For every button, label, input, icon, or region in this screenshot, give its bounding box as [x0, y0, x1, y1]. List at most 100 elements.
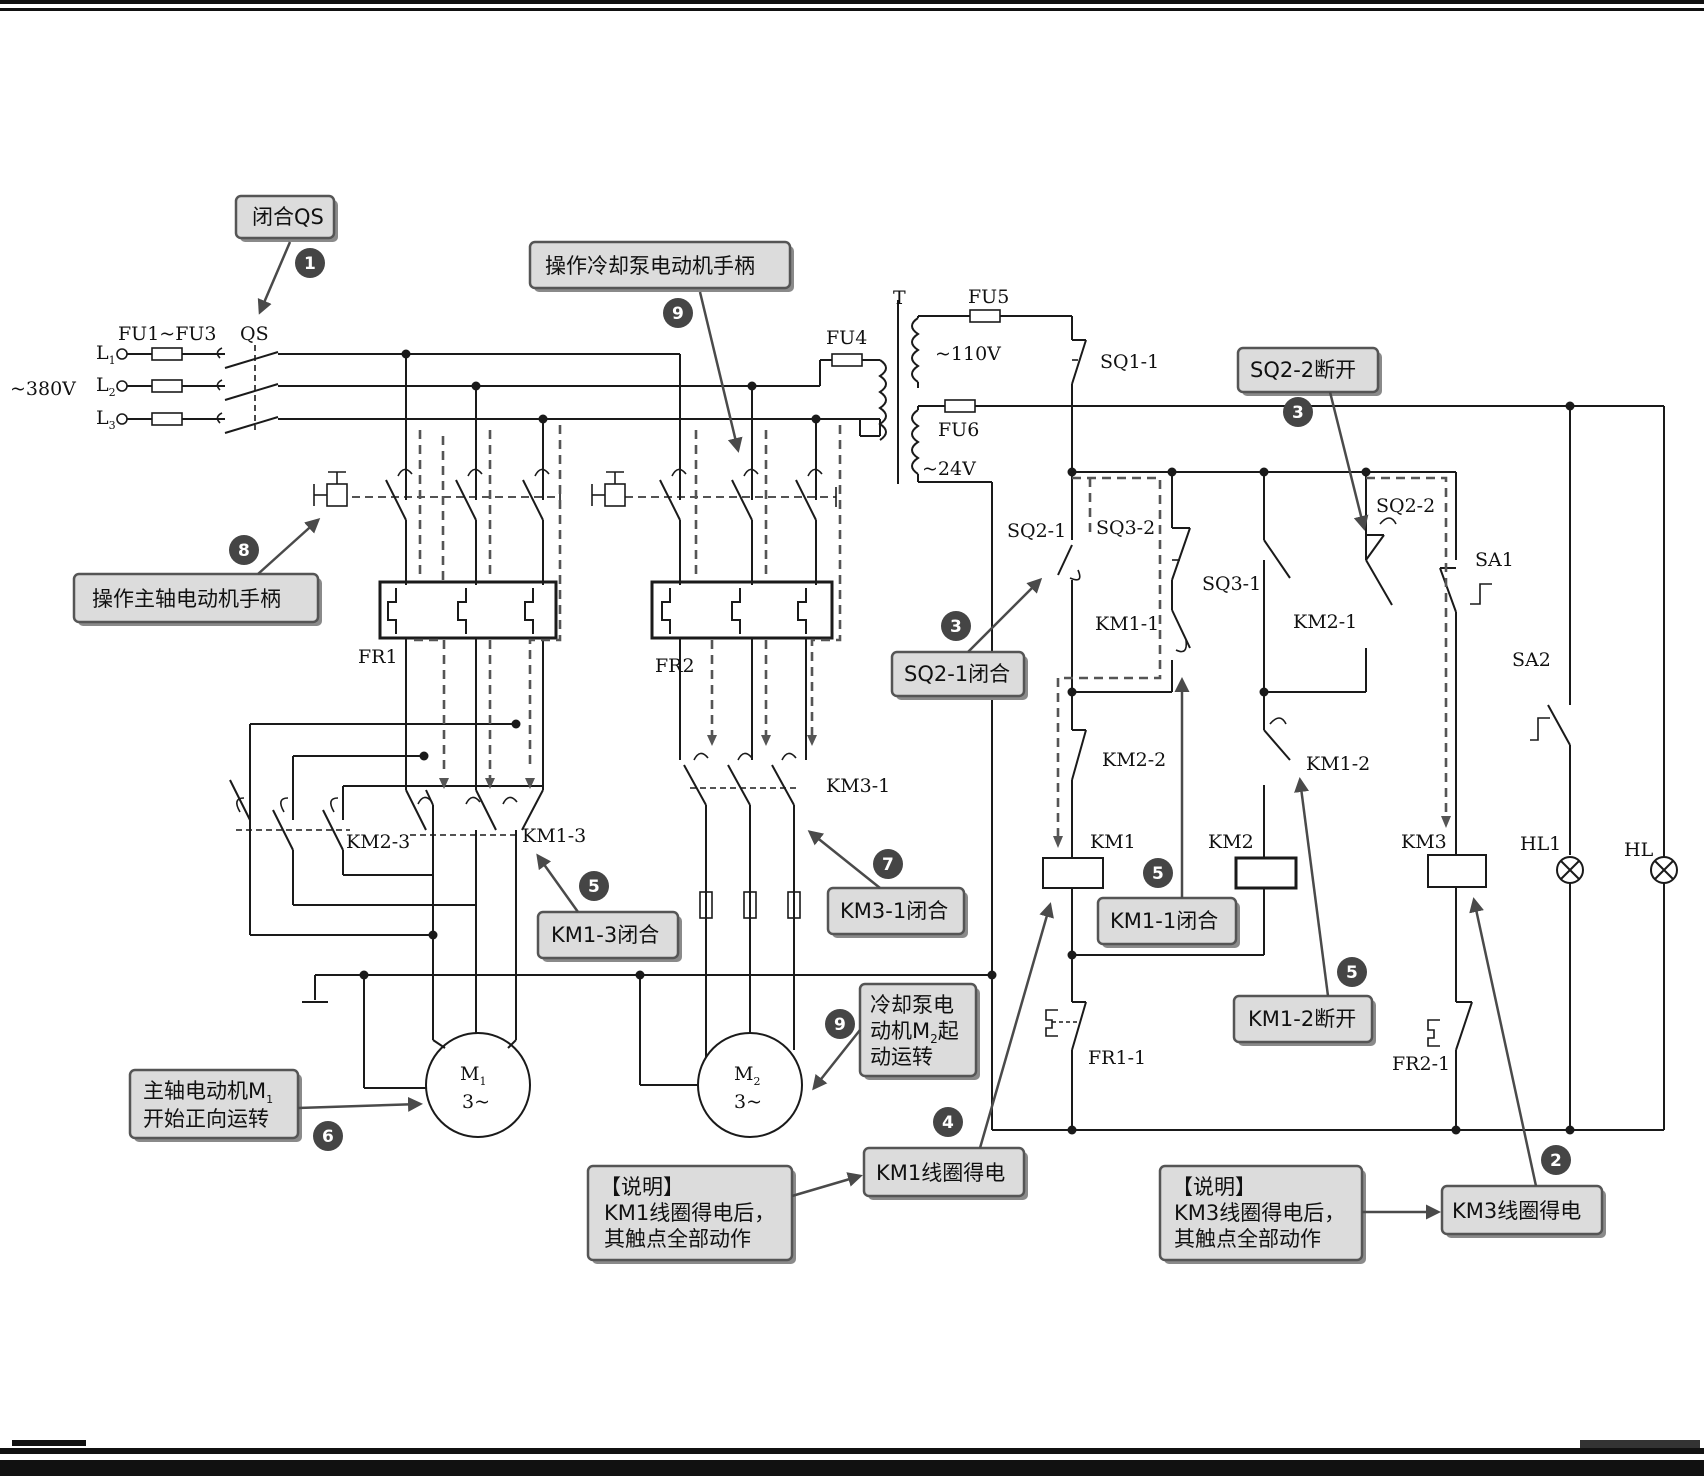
- svg-text:8: 8: [238, 541, 250, 561]
- step-badge-7: 7: [873, 849, 903, 879]
- step-badge-6: 6: [313, 1121, 343, 1151]
- callout-km3-1-closed: KM3-1闭合: [826, 886, 968, 938]
- note1-line1: KM1线圈得电后，: [604, 1201, 775, 1225]
- callout-sq2-1-closed: SQ2-1闭合: [890, 650, 1028, 700]
- callout-spindle-forward: 主轴电动机M1 开始正向运转: [128, 1068, 302, 1142]
- callout-km1-1-closed-text: KM1-1闭合: [1110, 909, 1218, 933]
- svg-text:1: 1: [304, 254, 316, 274]
- callout-km1-3-closed-text: KM1-3闭合: [551, 923, 659, 947]
- l2-label: L2: [96, 374, 116, 399]
- callout-arrows: [257, 241, 1538, 1220]
- sq2-1-label: SQ2-1: [1007, 520, 1066, 542]
- fuse-fu5: FU5: [968, 286, 1009, 308]
- fr2-label: FR2: [655, 655, 695, 677]
- fr2-1-label: FR2-1: [1392, 1053, 1450, 1075]
- fuse-fu6: FU6: [938, 419, 979, 441]
- callout-pump-start-l1: 冷却泵电: [870, 993, 954, 1017]
- step-badge-8: 8: [229, 535, 259, 565]
- control-branches: [1042, 339, 1678, 1135]
- note1-line2: 其触点全部动作: [604, 1227, 751, 1251]
- km2-2-label: KM2-2: [1102, 749, 1166, 771]
- m1-phase: 3~: [462, 1091, 490, 1113]
- km1-coil-label: KM1: [1090, 831, 1136, 853]
- callout-sq2-2-open: SQ2-2断开: [1236, 346, 1382, 396]
- km2-3-label: KM2-3: [346, 831, 410, 853]
- voltage-24: ~24V: [922, 458, 976, 480]
- note2-line1: KM3线圈得电后，: [1174, 1201, 1345, 1225]
- callout-km3-coil: KM3线圈得电: [1440, 1184, 1606, 1238]
- svg-text:4: 4: [942, 1113, 954, 1133]
- transformer-t: [897, 300, 1665, 1131]
- sq3-1-label: SQ3-1: [1202, 573, 1261, 595]
- svg-text:5: 5: [1152, 864, 1164, 884]
- step-badge-5-km12: 5: [1337, 957, 1367, 987]
- hl1-label: HL1: [1520, 833, 1561, 855]
- step-badge-9-bottom: 9: [825, 1009, 855, 1039]
- km1-1-label: KM1-1: [1095, 613, 1159, 635]
- callout-close-qs: 闭合QS: [234, 194, 338, 242]
- l1-label: L1: [96, 342, 116, 367]
- voltage-110: ~110V: [935, 343, 1001, 365]
- callout-pump-start-l2: 动机M2起: [870, 1019, 959, 1046]
- svg-text:9: 9: [834, 1015, 846, 1035]
- fuse-fu4: FU4: [826, 327, 867, 349]
- callout-operate-spindle-handle-text: 操作主轴电动机手柄: [92, 587, 281, 611]
- m2-power-branch: [591, 354, 842, 1060]
- m1-power-branch: [229, 354, 562, 1040]
- svg-text:6: 6: [322, 1127, 334, 1147]
- callout-pump-start-l3: 动运转: [870, 1045, 933, 1069]
- callout-spindle-l2: 开始正向运转: [143, 1107, 269, 1131]
- step-badges: 1 9 8 3 3 5 5 5 7 9 6 4 2: [229, 248, 1571, 1175]
- step-badge-5-km13: 5: [579, 871, 609, 901]
- callout-operate-pump-handle-text: 操作冷却泵电动机手柄: [545, 254, 755, 278]
- km1-3-label: KM1-3: [522, 825, 586, 847]
- step-badge-3-top: 3: [1283, 397, 1313, 427]
- callout-km3-1-closed-text: KM3-1闭合: [840, 899, 948, 923]
- note2-title: 【说明】: [1172, 1175, 1256, 1199]
- callout-note1: 【说明】 KM1线圈得电后， 其触点全部动作: [586, 1164, 796, 1264]
- motor-m1: M1 3~: [425, 1032, 531, 1138]
- note2-line2: 其触点全部动作: [1174, 1227, 1321, 1251]
- step-badge-4: 4: [933, 1107, 963, 1137]
- fuses-fu1-fu3: FU1~FU3: [118, 323, 217, 345]
- switch-qs: QS: [240, 323, 269, 345]
- callout-operate-pump-handle: 操作冷却泵电动机手柄: [528, 240, 794, 292]
- callout-note2: 【说明】 KM3线圈得电后， 其触点全部动作: [1158, 1164, 1366, 1264]
- callout-km1-coil: KM1线圈得电: [862, 1146, 1028, 1200]
- callout-close-qs-text: 闭合QS: [252, 205, 324, 229]
- callout-km1-3-closed: KM1-3闭合: [536, 910, 682, 962]
- svg-text:5: 5: [1346, 963, 1358, 983]
- svg-text:2: 2: [1550, 1151, 1562, 1171]
- callout-km1-2-open-text: KM1-2断开: [1248, 1007, 1356, 1031]
- svg-text:7: 7: [882, 855, 894, 875]
- callout-pump-start: 冷却泵电 动机M2起 动运转: [858, 982, 980, 1080]
- callout-km3-coil-text: KM3线圈得电: [1452, 1199, 1581, 1223]
- callout-sq2-2-open-text: SQ2-2断开: [1250, 358, 1356, 382]
- note1-title: 【说明】: [600, 1175, 684, 1199]
- km1-2-label: KM1-2: [1306, 753, 1370, 775]
- ground-rail: [302, 970, 997, 1089]
- hl-label: HL: [1624, 839, 1654, 861]
- step-badge-2: 2: [1541, 1145, 1571, 1175]
- callout-km1-1-closed: KM1-1闭合: [1096, 896, 1240, 948]
- callout-km1-coil-text: KM1线圈得电: [876, 1161, 1005, 1185]
- sa2-label: SA2: [1512, 649, 1551, 671]
- svg-text:3: 3: [1292, 403, 1304, 423]
- callout-spindle-l1: 主轴电动机M1: [143, 1079, 273, 1106]
- m2-label: M2: [734, 1063, 760, 1088]
- callout-operate-spindle-handle: 操作主轴电动机手柄: [72, 572, 322, 626]
- motor-m2: M2 3~: [697, 1032, 803, 1138]
- fr1-label: FR1: [358, 646, 398, 668]
- km3-coil-label: KM3: [1401, 831, 1447, 853]
- supply-lines: [116, 345, 887, 441]
- supply-voltage: ~380V: [10, 378, 76, 400]
- svg-text:3: 3: [950, 617, 962, 637]
- sq2-2-label: SQ2-2: [1376, 495, 1435, 517]
- sq1-1-label: SQ1-1: [1100, 351, 1159, 373]
- sq3-2-label: SQ3-2: [1096, 517, 1155, 539]
- step-badge-9-top: 9: [663, 298, 693, 328]
- step-badge-5-km11: 5: [1143, 858, 1173, 888]
- m1-label: M1: [460, 1063, 486, 1088]
